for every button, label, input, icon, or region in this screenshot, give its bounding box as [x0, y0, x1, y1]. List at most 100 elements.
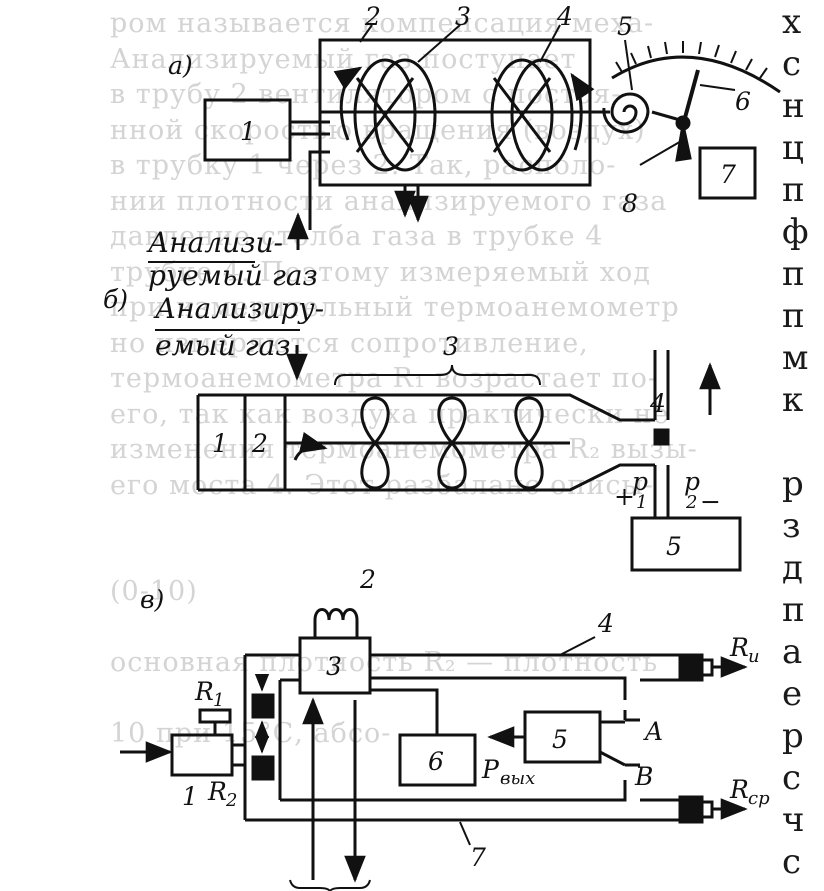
label-a: A: [643, 717, 663, 746]
right-column-letter: п: [782, 254, 805, 294]
label-b-5: 5: [666, 532, 682, 561]
right-column-letter: п: [782, 170, 805, 210]
gas-inlet-pipe: [308, 150, 330, 230]
right-column-letter: к: [782, 380, 804, 420]
label-b-4: 4: [649, 389, 666, 418]
block-1: [203, 98, 292, 162]
right-column-letter: с: [782, 758, 802, 798]
wire-3-6: [370, 688, 439, 735]
sensor-rcp: [678, 795, 704, 824]
label-v-6: 6: [428, 747, 444, 776]
label-a-1: 1: [240, 117, 256, 146]
background-text-line: нии плотности анализируемого газа: [110, 185, 668, 217]
label-a-5: 5: [617, 12, 633, 41]
minus-b: −: [700, 487, 721, 516]
tube-7-top: [280, 780, 627, 802]
caption-a: а): [168, 51, 193, 80]
block-1-v: [170, 733, 234, 777]
leader-3: [417, 24, 461, 63]
sensor-4: [653, 428, 670, 446]
diagram-a: а) 1: [146, 2, 781, 292]
label-r1-sub: 1: [213, 690, 224, 711]
background-text-line: при измерительный термоанемометр: [110, 292, 680, 323]
p2-sub: 2: [685, 492, 697, 513]
label-r2-sub: 2: [225, 790, 237, 811]
right-column-letter: ц: [782, 128, 804, 168]
right-column-letter: п: [782, 296, 805, 336]
label-v-7: 7: [470, 843, 486, 872]
label-a-6: 6: [735, 87, 751, 116]
coil-2: [313, 608, 359, 621]
label-pout-sub: вых: [500, 768, 535, 789]
label-a-3: 3: [455, 2, 471, 31]
right-column-letter: р: [782, 464, 804, 504]
label-v-5: 5: [552, 725, 568, 754]
scale-6: [611, 55, 781, 94]
r2-element: [251, 755, 275, 781]
rotation-arrow-b: [293, 432, 328, 461]
gas-label-a-2: руемый газ: [148, 259, 318, 292]
background-text-line: в трубу 2 вентилятором с постоя-: [110, 79, 622, 110]
right-column-letter: х: [782, 2, 802, 42]
scale-ticks: [615, 41, 768, 79]
background-text-line: давление столба газа в трубке 4: [110, 221, 604, 252]
leader-2: [359, 24, 373, 43]
caption-b: б): [103, 285, 128, 314]
leader-4-v: [559, 636, 596, 656]
gas-label-b-1: Анализиру-: [153, 292, 324, 325]
leader-7: [459, 821, 471, 846]
p1-sub: 1: [636, 492, 647, 513]
right-column-letter: м: [782, 338, 809, 378]
impeller-3: [333, 58, 437, 172]
label-v-1: 1: [182, 782, 198, 811]
brace-3: [334, 364, 541, 386]
plus-b: +: [614, 482, 635, 511]
diagram-b: б) Анализиру- емый газ 1 2 3 4 5: [103, 285, 742, 572]
label-b-2: 2: [251, 429, 268, 458]
label-a-4: 4: [556, 2, 573, 31]
label-pout: P: [481, 755, 500, 784]
right-column-letter: н: [782, 86, 805, 126]
right-column-letter: е: [782, 674, 803, 714]
label-a-2: 2: [364, 2, 381, 31]
label-rcp: R: [729, 775, 749, 804]
duct-bottom: [198, 463, 655, 492]
background-text-line: но измеряются сопротивление,: [110, 327, 589, 359]
right-column-letter: с: [782, 842, 802, 882]
sensor-ri-tip: [700, 658, 714, 677]
label-rcp-sub: ср: [748, 788, 770, 809]
right-column-letter: а: [782, 632, 803, 672]
background-text-line: изменения термоанемометра R₂ вызы-: [110, 434, 698, 465]
r1-element: [251, 693, 275, 719]
right-column-letter: ф: [782, 212, 809, 252]
p1-b: p: [632, 467, 648, 496]
label-ri-sub: и: [748, 646, 760, 667]
label-a-7: 7: [720, 160, 736, 189]
diagram-v: в) 2 3 4 R и 7: [120, 565, 770, 891]
right-column-letter: с: [782, 44, 802, 84]
impeller-4: [490, 58, 595, 172]
background-text-line: ром называется компенсация меха-: [110, 8, 655, 39]
right-column-letter: д: [782, 548, 803, 588]
label-b-3: 3: [443, 332, 459, 361]
leader-8: [639, 139, 684, 166]
p2-b: p: [684, 467, 700, 496]
label-r2: R: [207, 777, 227, 806]
tube-4-bot: [370, 676, 627, 700]
caption-v: в): [140, 585, 164, 614]
r1-resistor: [198, 708, 232, 724]
background-text-line: термоанемометра R₁ возрастает по-: [110, 363, 658, 394]
leader-4: [539, 24, 561, 63]
pointer: [681, 69, 700, 126]
label-r1: R: [194, 677, 214, 706]
gas-label-a-1: Анализи-: [146, 226, 283, 259]
right-column-letter: п: [782, 590, 805, 630]
label-b-1: 1: [212, 429, 228, 458]
propellers-3: [360, 396, 544, 490]
label-v-4: 4: [597, 609, 614, 638]
leader-6: [699, 84, 736, 91]
brace-bottom: [289, 879, 371, 891]
right-column-letter: з: [782, 506, 801, 546]
